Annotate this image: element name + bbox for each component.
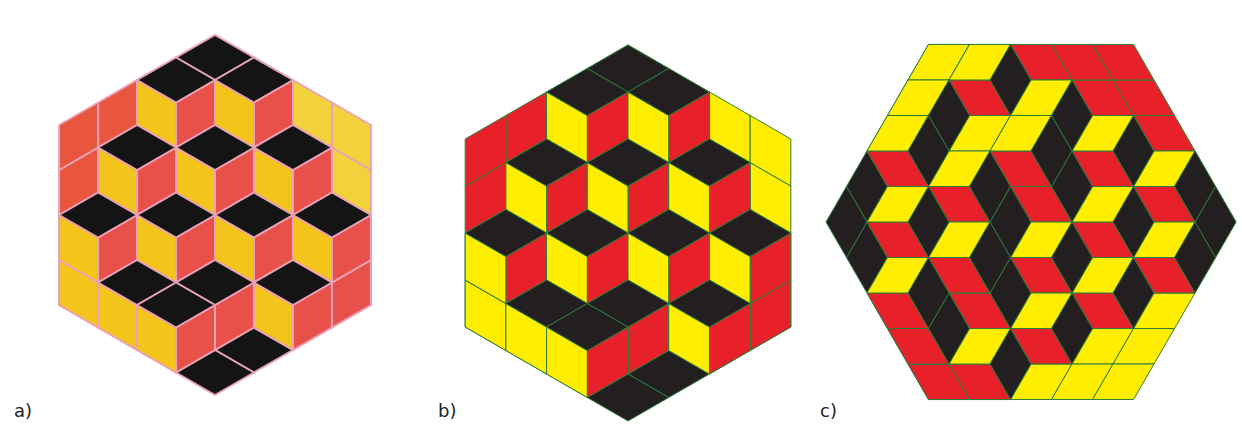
cube-top bbox=[970, 222, 1011, 293]
cube-top bbox=[669, 280, 750, 327]
cube-top bbox=[1113, 115, 1154, 186]
cube-top bbox=[137, 58, 215, 103]
cube-top bbox=[1175, 151, 1216, 222]
floor-tile bbox=[826, 186, 867, 257]
cube-top bbox=[908, 115, 949, 186]
cube-top bbox=[215, 58, 293, 103]
cube-top bbox=[137, 193, 215, 238]
panel-label: b) bbox=[438, 402, 456, 420]
panel-label: c) bbox=[820, 402, 837, 420]
cube-top bbox=[254, 260, 332, 305]
wall-tile bbox=[1093, 44, 1155, 80]
cube-top bbox=[1031, 115, 1072, 186]
cube-top bbox=[137, 283, 215, 328]
cube-top bbox=[587, 139, 668, 186]
cube-top bbox=[547, 304, 628, 351]
cube-top bbox=[547, 210, 628, 257]
cube-top bbox=[990, 329, 1031, 400]
cube-top bbox=[1052, 222, 1093, 293]
cube-top bbox=[547, 69, 628, 116]
cube-top bbox=[254, 125, 332, 170]
lozenge-tiling bbox=[826, 44, 1236, 399]
cube-top bbox=[709, 210, 790, 257]
cube-top bbox=[1052, 293, 1093, 364]
cube-top bbox=[970, 151, 1011, 222]
cube-top bbox=[1175, 222, 1216, 293]
wall-tile bbox=[1093, 364, 1155, 400]
cube-top bbox=[465, 210, 546, 257]
cube-top bbox=[98, 125, 176, 170]
wall-tile bbox=[332, 103, 371, 171]
wall-tile bbox=[465, 116, 506, 187]
cube-top bbox=[1113, 186, 1154, 257]
wall-tile bbox=[1113, 80, 1175, 116]
panel-label: a) bbox=[14, 402, 32, 420]
cube-top bbox=[669, 139, 750, 186]
lozenge-tiling bbox=[465, 45, 791, 421]
cube-top bbox=[908, 186, 949, 257]
cube-top bbox=[176, 125, 254, 170]
cube-top bbox=[628, 210, 709, 257]
cube-top bbox=[215, 193, 293, 238]
cube-top bbox=[59, 193, 137, 238]
wall-tile bbox=[59, 103, 98, 171]
cube-top bbox=[1113, 258, 1154, 329]
cube-top bbox=[628, 69, 709, 116]
wall-tile bbox=[1113, 329, 1175, 365]
cube-top bbox=[506, 139, 587, 186]
cube-corner-photo bbox=[59, 35, 371, 395]
cube-top bbox=[908, 258, 949, 329]
cube-top bbox=[990, 44, 1031, 115]
cube-top bbox=[293, 193, 371, 238]
wall-tile bbox=[750, 116, 791, 187]
